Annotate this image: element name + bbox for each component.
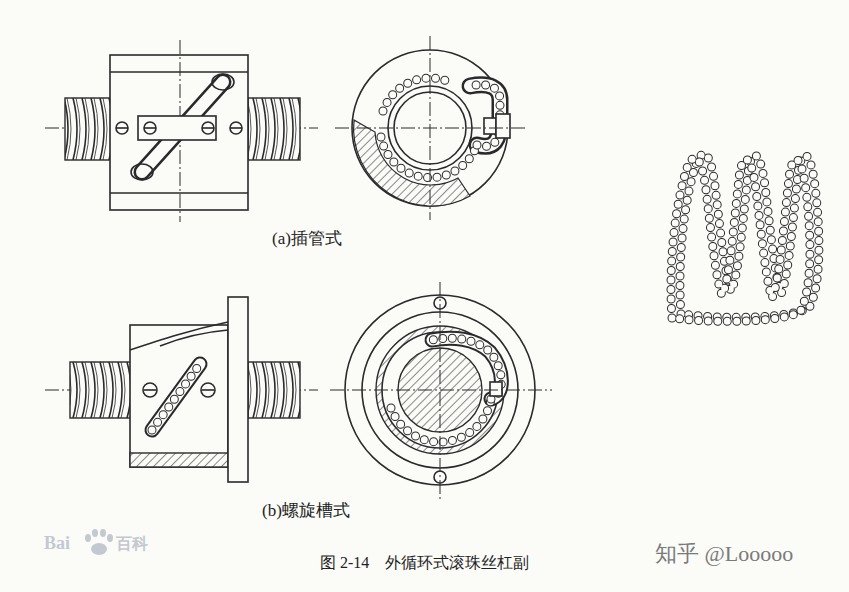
screw-head [116,122,242,134]
ball-chain [671,154,819,321]
screw-shaft [248,98,300,160]
watermark: 知乎 @Looooo [655,541,793,567]
clamp-plate [138,116,216,140]
flange [228,297,248,482]
insert-tube-front-view [45,40,318,222]
screw-head [143,383,215,397]
screw-shaft [70,362,132,418]
nut-body [130,325,228,467]
figure-caption: 图 2-14 外循环式滚珠丝杠副 [320,553,529,572]
screw-shaft [248,362,300,418]
spiral-groove-front-view [45,297,318,482]
key [490,382,502,396]
watermark-logo [85,529,113,555]
watermark: 百科 [116,534,148,553]
spiral-groove-section-view [330,282,552,500]
nut-body [110,55,248,210]
watermark: Bai [44,533,70,555]
tube-clamp [484,118,496,134]
subfigure-label: (a)插管式 [272,229,342,249]
subfigure-label: (b)螺旋槽式 [262,501,350,521]
insert-tube-section-view [335,36,525,220]
screw-shaft [65,98,113,160]
